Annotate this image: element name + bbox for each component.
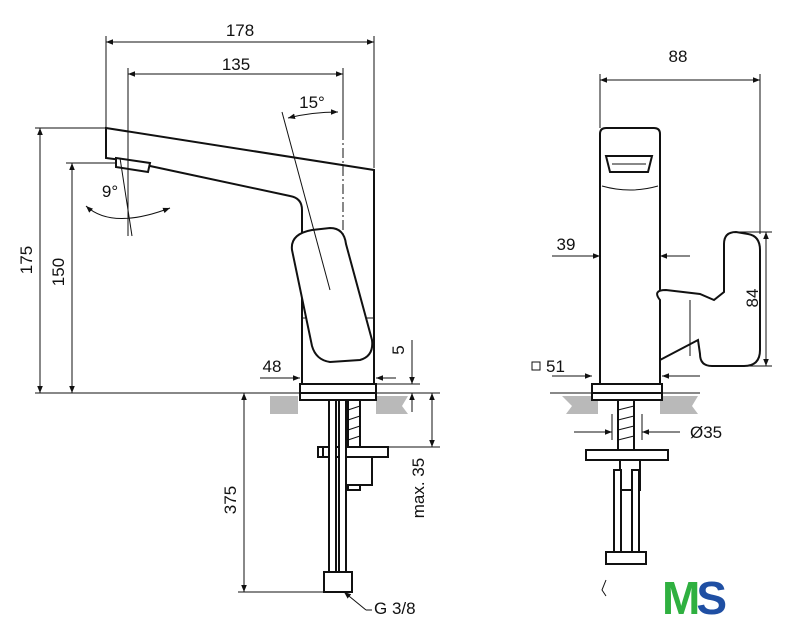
dim-150: 150 (49, 258, 68, 286)
supply-hose-1 (328, 399, 337, 573)
ms-logo: MS (662, 572, 729, 624)
dim-375: 375 (221, 486, 240, 514)
countertop-front-right (660, 396, 698, 414)
base-plate (299, 383, 377, 394)
logo-letter-s: S (696, 572, 725, 624)
dim-51: 51 (546, 357, 565, 376)
dim-48: 48 (263, 357, 282, 376)
front-clamp-bracket (585, 449, 669, 461)
dim-max-35: max. 35 (409, 458, 428, 518)
handle-lever (290, 226, 374, 364)
dim-angle-9: 9° (102, 182, 118, 201)
dim-84: 84 (743, 289, 762, 308)
countertop-front-left (562, 396, 598, 414)
front-base-plate (591, 383, 663, 394)
nut (345, 456, 373, 486)
aerator (115, 156, 152, 174)
side-view: 178 135 15° 9° 175 150 48 5 375 (17, 21, 440, 618)
svg-text:MS: MS (662, 572, 725, 624)
dim-178: 178 (226, 21, 254, 40)
hose-connector (323, 571, 353, 593)
countertop-right (376, 396, 408, 414)
dim-hole-35: Ø35 (690, 423, 722, 442)
dim-angle-15: 15° (299, 93, 325, 112)
dim-5: 5 (389, 345, 408, 354)
countertop-left (270, 396, 298, 414)
dim-175: 175 (17, 246, 36, 274)
front-view: 88 39 84 51 Ø35 (531, 47, 772, 597)
dim-88: 88 (669, 47, 688, 66)
front-handle (656, 230, 761, 367)
front-body (599, 127, 661, 385)
dim-135: 135 (222, 55, 250, 74)
supply-hose-2 (338, 399, 347, 573)
dim-39: 39 (557, 235, 576, 254)
logo-letter-m: M (662, 572, 698, 624)
dim-g38: G 3/8 (374, 599, 416, 618)
base-mount (299, 392, 377, 401)
